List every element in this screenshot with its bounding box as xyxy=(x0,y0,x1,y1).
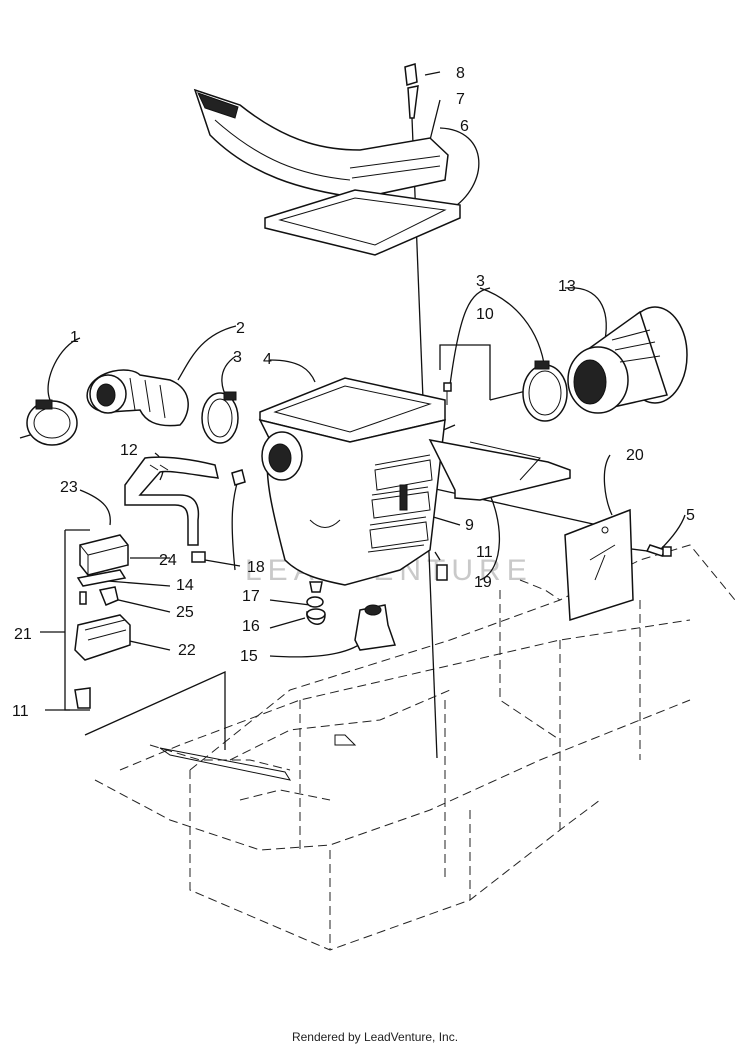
callout-labels: 8 7 6 3 13 10 1 2 3 4 12 20 23 5 9 24 18… xyxy=(12,65,695,720)
callout-15: 15 xyxy=(240,648,258,665)
part-16-plug xyxy=(306,608,326,625)
part-7-intake-duct xyxy=(193,88,449,199)
part-13-air-filter xyxy=(567,306,688,414)
part-18-clamp xyxy=(191,469,246,563)
callout-10: 10 xyxy=(476,306,494,323)
callout-13: 13 xyxy=(558,278,576,295)
callout-12: 12 xyxy=(120,442,138,459)
part-10-screw xyxy=(443,382,452,405)
part-6-gasket xyxy=(264,189,461,256)
part-4-airbox xyxy=(258,377,446,593)
callout-3-right: 3 xyxy=(476,273,485,290)
callout-11-right: 11 xyxy=(476,544,493,561)
callout-22: 22 xyxy=(178,642,196,659)
callout-24: 24 xyxy=(159,552,177,569)
part-12-drain-hose xyxy=(124,456,219,546)
part-8-latch xyxy=(404,63,419,119)
part-24-pad xyxy=(76,569,127,587)
callout-6: 6 xyxy=(460,118,469,135)
callout-18: 18 xyxy=(247,559,265,576)
part-17-washer xyxy=(306,596,324,608)
part-3-clamp-left xyxy=(201,391,239,444)
part-19-plate xyxy=(428,438,571,501)
callout-8: 8 xyxy=(456,65,465,82)
callout-17: 17 xyxy=(242,588,260,605)
callout-23: 23 xyxy=(60,479,78,496)
callout-5: 5 xyxy=(686,507,695,524)
callout-1: 1 xyxy=(70,329,79,346)
vehicle-frame xyxy=(94,544,736,951)
part-14-screw xyxy=(79,591,87,605)
part-25-clip xyxy=(98,586,119,606)
part-1-clamp xyxy=(26,399,78,446)
footer-credit: Rendered by LeadVenture, Inc. xyxy=(291,1030,459,1044)
callout-14: 14 xyxy=(176,577,194,594)
part-5-bolt xyxy=(645,544,672,557)
part-22-holder xyxy=(74,614,131,661)
callout-2: 2 xyxy=(236,320,245,337)
callout-25: 25 xyxy=(176,604,194,621)
callout-21: 21 xyxy=(14,626,32,643)
part-20-cover-plate xyxy=(564,508,634,622)
callout-9: 9 xyxy=(465,517,474,534)
part-9-stud xyxy=(399,484,408,511)
callout-11-left: 11 xyxy=(12,703,29,720)
callout-16: 16 xyxy=(242,618,260,635)
callout-4: 4 xyxy=(263,351,272,368)
callout-19: 19 xyxy=(474,574,492,591)
part-15-bracket xyxy=(354,604,397,651)
part-11-grommet xyxy=(74,564,448,709)
part-3-clamp-right xyxy=(522,360,568,422)
callout-7: 7 xyxy=(456,91,465,108)
callout-3-left: 3 xyxy=(233,349,242,366)
callout-20: 20 xyxy=(626,447,644,464)
part-2-intake-boot xyxy=(86,369,189,427)
part-23-cartridge xyxy=(79,534,129,576)
